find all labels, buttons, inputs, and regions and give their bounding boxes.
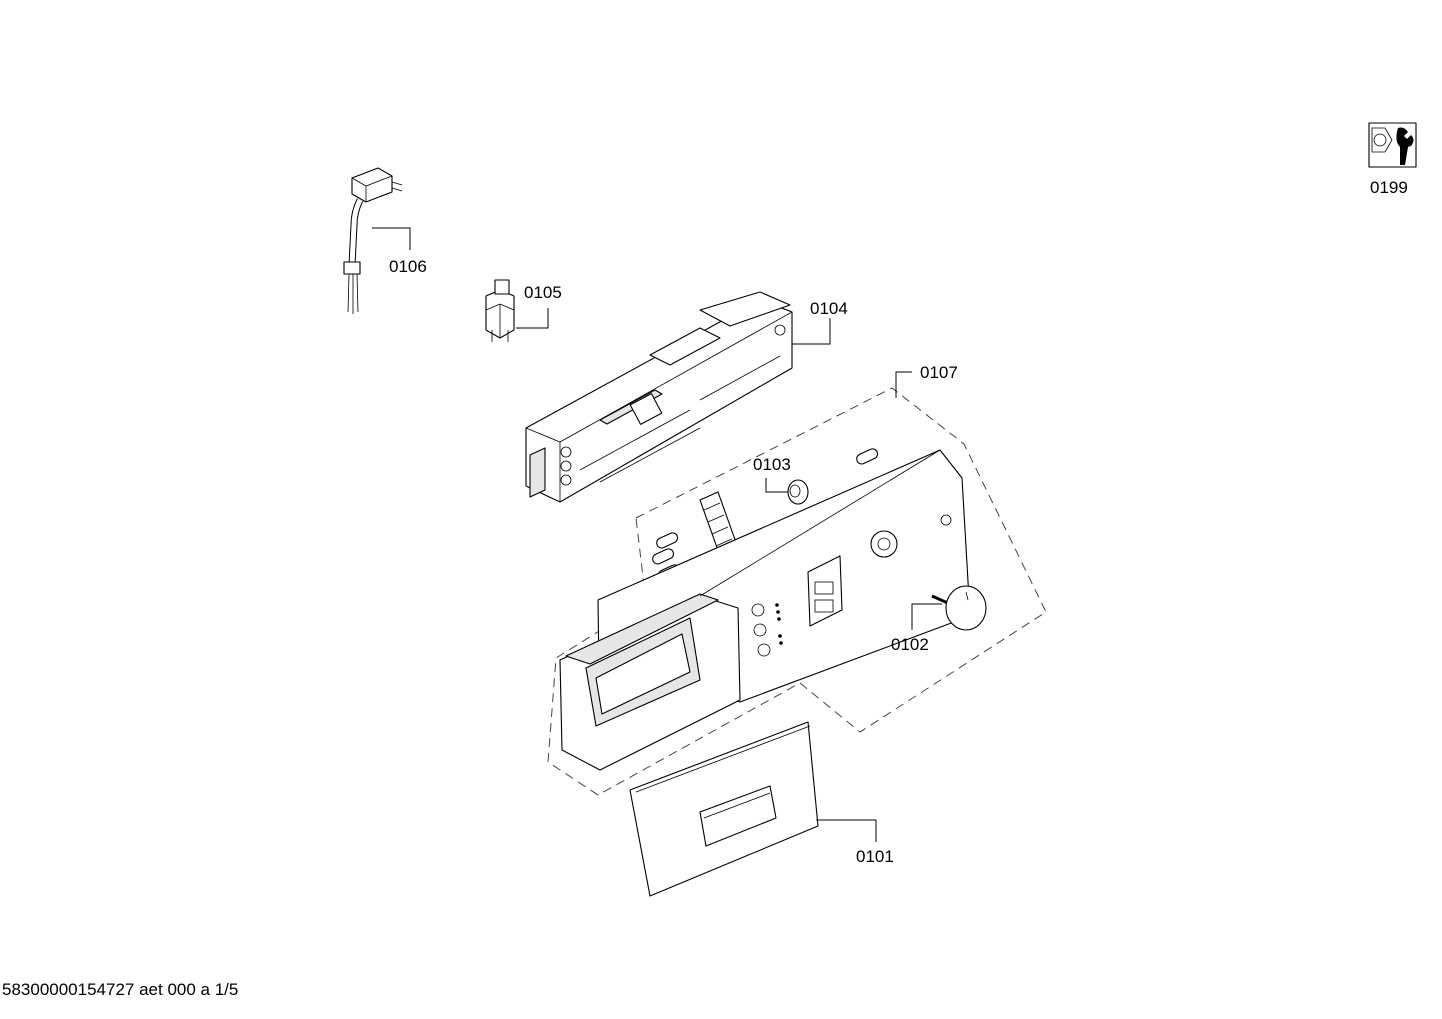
knob-insert-part <box>787 479 809 505</box>
document-code: 58300000154727 aet 000 a 1/5 <box>2 980 239 999</box>
power-cord-part <box>343 167 403 314</box>
connector-part <box>485 279 515 342</box>
electronic-module-part <box>525 291 793 503</box>
part-label-0107: 0107 <box>920 363 958 382</box>
part-label-0104: 0104 <box>810 299 848 318</box>
part-label-0101: 0101 <box>856 847 894 866</box>
button-pins-part <box>652 448 879 581</box>
program-knob-part <box>931 585 987 631</box>
control-panel-fascia-part <box>559 449 971 771</box>
drawer-handle-part <box>629 721 819 897</box>
assembly-boundary-0107 <box>547 387 1047 796</box>
part-label-0106: 0106 <box>389 257 427 276</box>
wrench-icon <box>1368 122 1417 168</box>
part-label-0102: 0102 <box>891 635 929 654</box>
part-label-0105: 0105 <box>524 283 562 302</box>
part-label-0103: 0103 <box>753 455 791 474</box>
part-label-0199: 0199 <box>1370 178 1408 197</box>
